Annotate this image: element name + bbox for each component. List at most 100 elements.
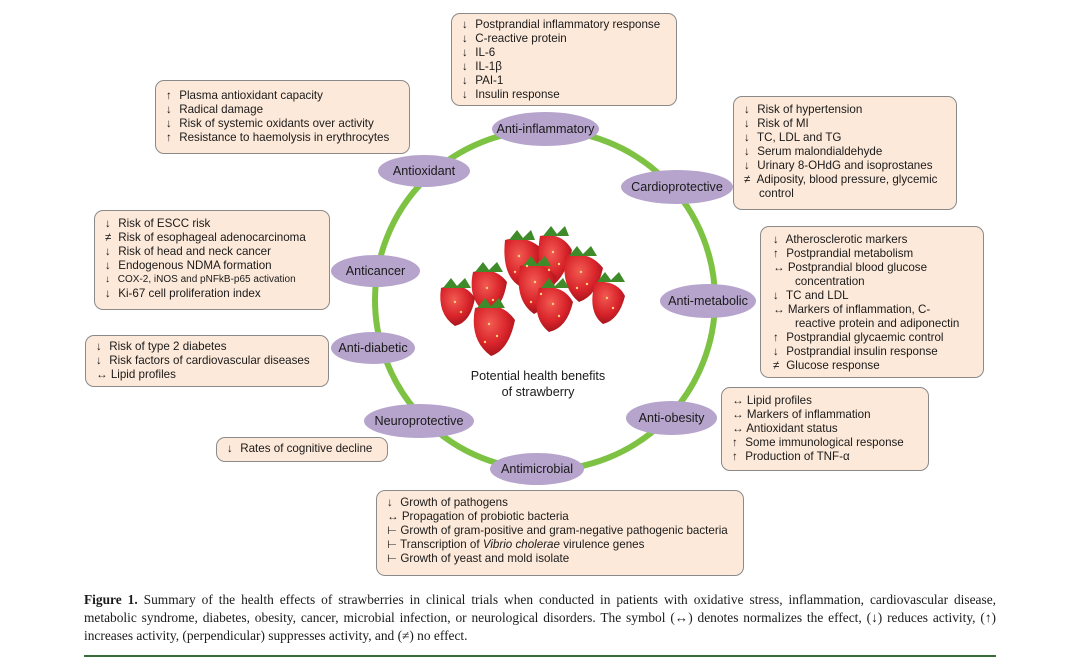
- effect-symbol: ↑: [732, 436, 738, 449]
- effect-text: Lipid profiles: [746, 394, 812, 407]
- effect-text: C-reactive protein: [475, 32, 567, 45]
- effect-item: ↑ Plasma antioxidant capacity: [166, 89, 399, 103]
- pill-anti-inflammatory: Anti-inflammatory: [492, 112, 599, 146]
- center-label: Potential health benefits of strawberry: [468, 368, 608, 400]
- caption-text: Summary of the health effects of strawbe…: [84, 592, 997, 643]
- effect-symbol: ↓: [462, 32, 468, 45]
- strawberry-image: [440, 226, 625, 356]
- effect-item: ↓ Risk of head and neck cancer: [105, 245, 319, 259]
- effect-text: Risk of hypertension: [757, 103, 863, 116]
- effect-item: ↓ Rates of cognitive decline: [227, 442, 377, 456]
- effect-symbol: ≠: [744, 173, 751, 186]
- effect-text: IL-1β: [475, 60, 502, 73]
- caption-label: Figure 1.: [84, 592, 138, 607]
- effect-symbol: ↔: [387, 510, 399, 523]
- effect-item: ↔ Postprandial blood glucose: [773, 261, 971, 275]
- effect-symbol: ↓: [744, 131, 750, 144]
- effect-text: control: [759, 187, 794, 200]
- effect-item: ↑ Resistance to haemolysis in erythrocyt…: [166, 131, 399, 145]
- effect-symbol: ↓: [96, 354, 102, 367]
- effect-item: ⊢ Growth of gram-positive and gram-negat…: [387, 524, 733, 538]
- effect-text: Postprandial glycaemic control: [786, 331, 944, 344]
- effect-symbol: ↓: [166, 103, 172, 116]
- effect-symbol: ↓: [387, 496, 393, 509]
- effect-item: ↓ TC and LDL: [773, 289, 971, 303]
- effect-symbol: ↔: [732, 408, 744, 421]
- effect-item: ↓ COX-2, iNOS and pNFkB-p65 activation: [105, 273, 319, 287]
- box-anti-inflammatory: ↓ Postprandial inflammatory response↓ C-…: [451, 13, 677, 106]
- effect-symbol: ↔: [732, 394, 744, 407]
- effect-text: Growth of yeast and mold isolate: [400, 552, 570, 565]
- effect-item: ≠ Risk of esophageal adenocarcinoma: [105, 231, 319, 245]
- effect-symbol: ≠: [773, 359, 780, 372]
- effect-symbol: ↓: [773, 345, 779, 358]
- effect-item: ⊢ Transcription of Vibrio cholerae virul…: [387, 538, 733, 552]
- effect-item: ↔ Lipid profiles: [96, 368, 318, 382]
- effect-text: Plasma antioxidant capacity: [179, 89, 323, 102]
- box-neuroprotective: ↓ Rates of cognitive decline: [216, 437, 388, 462]
- effect-symbol: ↑: [773, 331, 779, 344]
- effect-symbol: ↓: [744, 145, 750, 158]
- effect-text: Atherosclerotic markers: [785, 233, 908, 246]
- effect-item: ↓ Urinary 8-OHdG and isoprostanes: [744, 159, 946, 173]
- effect-text: Propagation of probiotic bacteria: [401, 510, 569, 523]
- effect-item: ↓ IL-1β: [462, 60, 666, 74]
- effect-item: ↔ Markers of inflammation: [732, 408, 918, 422]
- effect-text: Postprandial inflammatory response: [475, 18, 661, 31]
- effect-text: Risk factors of cardiovascular diseases: [109, 354, 310, 367]
- effect-symbol: ↔: [732, 422, 744, 435]
- pill-antimicrobial: Antimicrobial: [490, 453, 584, 485]
- effect-text: Antioxidant status: [746, 422, 838, 435]
- box-anti-metabolic: ↓ Atherosclerotic markers↑ Postprandial …: [760, 226, 984, 378]
- effect-symbol: ↑: [773, 247, 779, 260]
- pill-antioxidant: Antioxidant: [378, 155, 470, 187]
- effect-symbol: ↓: [105, 245, 111, 258]
- box-antimicrobial: ↓ Growth of pathogens↔ Propagation of pr…: [376, 490, 744, 576]
- effect-text: Risk of type 2 diabetes: [109, 340, 227, 353]
- effect-item: ↓ TC, LDL and TG: [744, 131, 946, 145]
- effect-item: concentration: [773, 275, 971, 289]
- pill-anti-metabolic: Anti-metabolic: [660, 284, 756, 318]
- effect-item: ↑ Production of TNF-α: [732, 450, 918, 464]
- effect-item: ↔ Lipid profiles: [732, 394, 918, 408]
- effect-text: Risk of head and neck cancer: [118, 245, 271, 258]
- effect-item: ↓ PAI-1: [462, 74, 666, 88]
- effect-symbol: ↓: [462, 46, 468, 59]
- effect-item: ↓ Risk of systemic oxidants over activit…: [166, 117, 399, 131]
- effect-text: Postprandial insulin response: [786, 345, 938, 358]
- effect-item: ↓ IL-6: [462, 46, 666, 60]
- effect-item: ↓ Postprandial insulin response: [773, 345, 971, 359]
- effect-symbol: ↓: [462, 18, 468, 31]
- effect-text: Serum malondialdehyde: [757, 145, 883, 158]
- box-anti-diabetic: ↓ Risk of type 2 diabetes↓ Risk factors …: [85, 335, 329, 387]
- effect-item: ↑ Postprandial metabolism: [773, 247, 971, 261]
- effect-text: Postprandial blood glucose: [787, 261, 928, 274]
- effect-symbol: ↓: [744, 103, 750, 116]
- effect-symbol: ↑: [732, 450, 738, 463]
- effect-symbol: ↔: [773, 303, 785, 316]
- effect-symbol: ⊢: [387, 524, 398, 537]
- effect-text: Lipid profiles: [110, 368, 176, 381]
- pill-anti-obesity: Anti-obesity: [626, 401, 717, 435]
- effect-text: concentration: [795, 275, 865, 288]
- effect-symbol: ↓: [744, 117, 750, 130]
- effect-text: IL-6: [475, 46, 496, 59]
- effect-text: Risk of MI: [757, 117, 809, 130]
- effect-text: Transcription of: [400, 538, 483, 551]
- effect-item: ↓ Risk of type 2 diabetes: [96, 340, 318, 354]
- effect-item: ↑ Some immunological response: [732, 436, 918, 450]
- effect-symbol: ↓: [166, 117, 172, 130]
- effect-text-after: virulence genes: [559, 538, 645, 551]
- effect-item: ↓ Insulin response: [462, 88, 666, 102]
- effect-text: Markers of inflammation: [746, 408, 871, 421]
- effect-item: ≠ Glucose response: [773, 359, 971, 373]
- effect-text: PAI-1: [475, 74, 504, 87]
- effect-text: Radical damage: [179, 103, 264, 116]
- effect-item: ↓ Postprandial inflammatory response: [462, 18, 666, 32]
- effect-text: reactive protein and adiponectin: [795, 317, 960, 330]
- effect-item: control: [744, 187, 946, 201]
- pill-anticancer: Anticancer: [331, 255, 420, 287]
- effect-text: Risk of ESCC risk: [118, 217, 211, 230]
- box-anti-obesity: ↔ Lipid profiles↔ Markers of inflammatio…: [721, 387, 929, 471]
- effect-text: Adiposity, blood pressure, glycemic: [756, 173, 938, 186]
